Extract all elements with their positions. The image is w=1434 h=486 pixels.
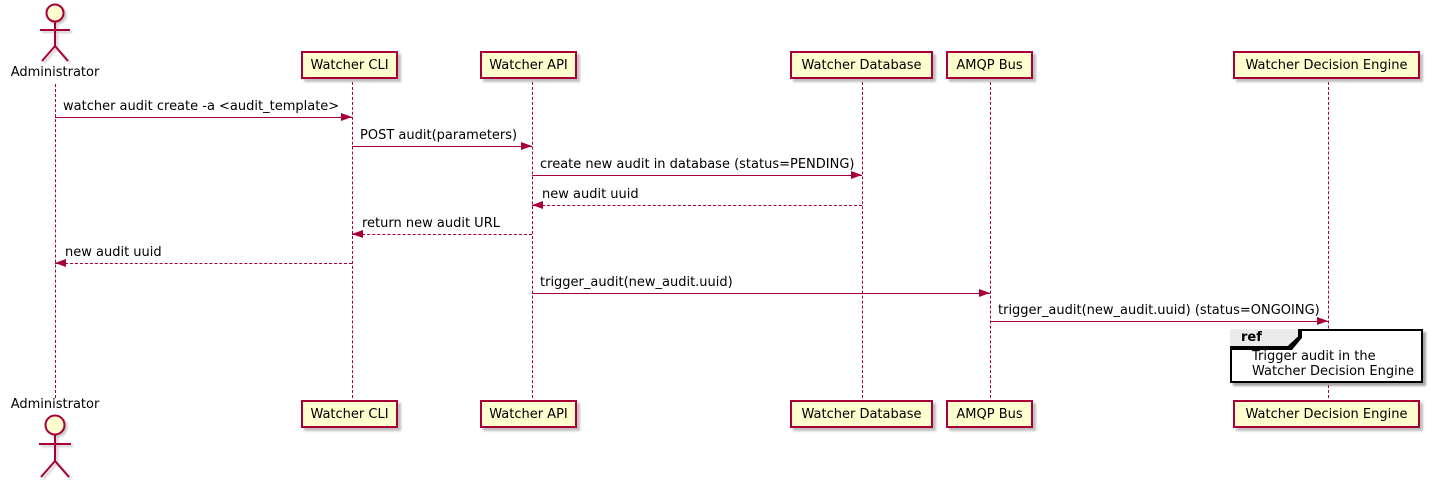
message-8-line: [990, 321, 1328, 322]
lifeline-watcher-decision-engine: [1328, 82, 1329, 398]
message-4-label: new audit uuid: [542, 187, 639, 202]
message-4-arrowhead: [532, 201, 543, 209]
lifeline-watcher-api: [532, 82, 533, 398]
message-7-line: [532, 293, 990, 294]
message-3-label: create new audit in database (status=PEN…: [540, 157, 855, 172]
lifeline-watcher-cli: [352, 82, 353, 398]
message-7-label: trigger_audit(new_audit.uuid): [540, 275, 733, 290]
participant-watcher-cli-top: Watcher CLI: [301, 51, 398, 79]
participant-watcher-database-bottom: Watcher Database: [790, 400, 933, 428]
message-3-arrowhead: [851, 171, 862, 179]
actor-icon: [39, 414, 71, 478]
message-2-line: [352, 146, 532, 147]
participant-amqp-bus-bottom: AMQP Bus: [946, 400, 1033, 428]
ref-header: [1230, 329, 1298, 346]
message-5-label: return new audit URL: [362, 216, 500, 231]
message-6-line: [55, 263, 352, 264]
participant-watcher-cli-bottom: Watcher CLI: [301, 400, 398, 428]
message-2-arrowhead: [521, 142, 532, 150]
lifeline-amqp-bus: [990, 82, 991, 398]
message-5-arrowhead: [352, 230, 363, 238]
message-2-label: POST audit(parameters): [360, 128, 518, 143]
actor-icon: [40, 3, 70, 62]
message-4-line: [532, 205, 862, 206]
participant-administrator-top: Administrator: [10, 65, 100, 80]
participant-watcher-api-top: Watcher API: [480, 51, 577, 79]
message-1-line: [55, 117, 352, 118]
lifeline-watcher-database: [862, 82, 863, 398]
ref-text-line-2: Watcher Decision Engine: [1252, 364, 1414, 379]
message-8-arrowhead: [1317, 317, 1328, 325]
participant-watcher-api-bottom: Watcher API: [480, 400, 577, 428]
participant-administrator-bottom: Administrator: [10, 397, 100, 412]
message-7-arrowhead: [979, 289, 990, 297]
message-1-arrowhead: [341, 113, 352, 121]
message-1-label: watcher audit create -a <audit_template>: [63, 99, 340, 114]
participant-watcher-decision-engine-top: Watcher Decision Engine: [1233, 51, 1420, 79]
message-6-label: new audit uuid: [65, 245, 162, 260]
ref-text-line-1: Trigger audit in the: [1252, 349, 1376, 364]
ref-keyword: ref: [1241, 330, 1262, 345]
message-8-label: trigger_audit(new_audit.uuid) (status=ON…: [998, 303, 1320, 318]
message-6-arrowhead: [55, 259, 66, 267]
lifeline-administrator: [55, 84, 56, 398]
message-5-line: [352, 234, 532, 235]
participant-amqp-bus-top: AMQP Bus: [946, 51, 1033, 79]
ref-fragment: ref Trigger audit in the Watcher Decisio…: [1230, 329, 1423, 383]
message-3-line: [532, 175, 862, 176]
participant-watcher-database-top: Watcher Database: [790, 51, 933, 79]
participant-watcher-decision-engine-bottom: Watcher Decision Engine: [1233, 400, 1420, 428]
